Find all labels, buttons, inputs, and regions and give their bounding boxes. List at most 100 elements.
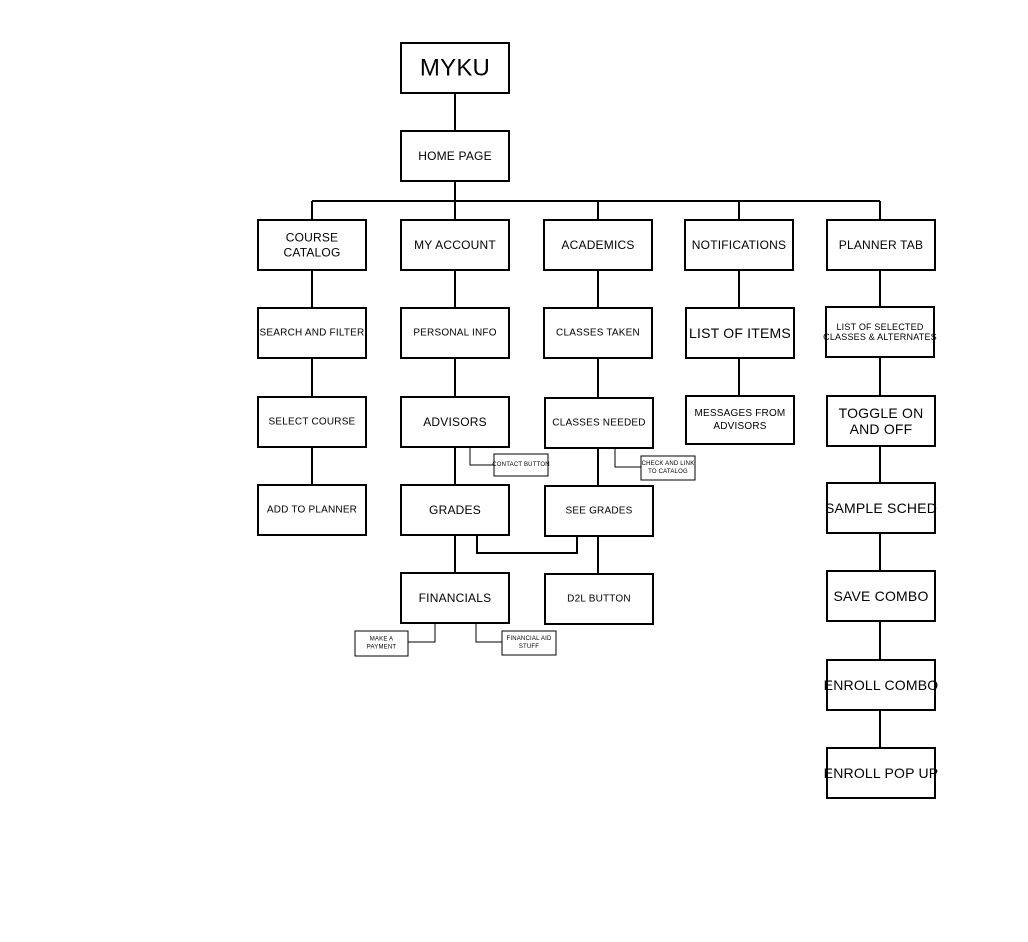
node-label: FINANCIAL AID xyxy=(506,636,552,642)
node-box xyxy=(544,573,654,625)
node-search-filter: SEARCH AND FILTER xyxy=(257,307,367,359)
node-box xyxy=(400,307,510,359)
node-box xyxy=(826,219,936,271)
node-label: CLASSES NEEDED xyxy=(552,418,645,429)
node-label: STUFF xyxy=(519,644,539,650)
node-select-course: SELECT COURSE xyxy=(257,396,367,448)
node-label: MYKU xyxy=(420,55,490,82)
node-box xyxy=(544,397,654,449)
node-box xyxy=(400,130,510,182)
node-box xyxy=(685,395,795,445)
node-box xyxy=(825,306,935,358)
node-label: CHECK AND LINK xyxy=(642,461,695,467)
node-box xyxy=(543,219,653,271)
node-notifications: NOTIFICATIONS xyxy=(684,219,794,271)
node-classes-taken: CLASSES TAKEN xyxy=(543,307,653,359)
node-label: ADVISORS xyxy=(713,421,766,432)
node-label: CONTACT BUTTON xyxy=(492,462,549,468)
node-box xyxy=(400,219,510,271)
node-label: AND OFF xyxy=(850,421,913,437)
node-label: HOME PAGE xyxy=(418,149,492,163)
node-box xyxy=(257,219,367,271)
node-save-combo: SAVE COMBO xyxy=(826,570,936,622)
node-box xyxy=(354,630,409,657)
node-root: MYKU xyxy=(400,42,510,94)
connector-advisors-to-contact xyxy=(469,447,494,466)
node-box xyxy=(684,219,794,271)
node-list-items: LIST OF ITEMS xyxy=(685,307,795,359)
node-my-account: MY ACCOUNT xyxy=(400,219,510,271)
node-grades: GRADES xyxy=(400,484,510,536)
node-label: PLANNER TAB xyxy=(839,238,923,252)
node-label: PAYMENT xyxy=(367,645,397,651)
node-box xyxy=(543,307,653,359)
node-academics: ACADEMICS xyxy=(543,219,653,271)
node-classes-needed: CLASSES NEEDED xyxy=(544,397,654,449)
node-label: D2L BUTTON xyxy=(567,594,631,605)
node-box xyxy=(493,453,549,477)
node-label: CLASSES TAKEN xyxy=(556,328,640,339)
node-sample-sched: SAMPLE SCHED xyxy=(825,482,937,534)
node-label: LIST OF ITEMS xyxy=(689,325,791,341)
node-box xyxy=(400,572,510,624)
connector-needed-to-check-link xyxy=(614,448,641,468)
node-label: ACADEMICS xyxy=(561,238,634,252)
node-contact-button: CONTACT BUTTON xyxy=(492,453,550,477)
connector-financials-to-payment xyxy=(408,623,436,643)
node-home: HOME PAGE xyxy=(400,130,510,182)
node-label: MAKE A xyxy=(370,637,394,643)
node-label: PERSONAL INFO xyxy=(413,328,496,339)
node-box xyxy=(257,307,367,359)
node-label: COURSE xyxy=(286,231,339,245)
node-label: ADVISORS xyxy=(423,415,487,429)
node-see-grades: SEE GRADES xyxy=(544,485,654,537)
node-enroll-combo: ENROLL COMBO xyxy=(824,659,939,711)
node-box xyxy=(400,42,510,94)
connectors xyxy=(311,93,881,748)
node-label: NOTIFICATIONS xyxy=(692,238,786,252)
node-label: MY ACCOUNT xyxy=(414,238,496,252)
node-box xyxy=(400,484,510,536)
connector-grades-to-see-grades xyxy=(476,535,578,554)
node-box xyxy=(257,396,367,448)
node-label: CLASSES & ALTERNATES xyxy=(823,332,937,342)
node-label: TO CATALOG xyxy=(648,469,688,475)
node-advisors: ADVISORS xyxy=(400,396,510,448)
node-planner-tab: PLANNER TAB xyxy=(826,219,936,271)
node-personal-info: PERSONAL INFO xyxy=(400,307,510,359)
node-box xyxy=(826,747,936,799)
node-label: ENROLL COMBO xyxy=(824,677,939,693)
node-label: FINANCIALS xyxy=(419,591,492,605)
node-financial-aid: FINANCIAL AID STUFF xyxy=(501,630,557,656)
node-label: GRADES xyxy=(429,503,481,517)
node-label: SAMPLE SCHED xyxy=(825,500,937,516)
node-label: CATALOG xyxy=(284,246,341,260)
node-label: ENROLL POP UP xyxy=(824,765,939,781)
node-label: SAVE COMBO xyxy=(833,588,928,604)
node-box xyxy=(501,630,557,656)
node-box xyxy=(826,659,936,711)
node-check-link: CHECK AND LINK TO CATALOG xyxy=(640,455,696,481)
node-label: ADD TO PLANNER xyxy=(267,505,357,516)
node-financials: FINANCIALS xyxy=(400,572,510,624)
node-label: SEE GRADES xyxy=(565,506,632,517)
node-label: SELECT COURSE xyxy=(269,417,356,428)
node-label: LIST OF SELECTED xyxy=(836,322,923,332)
node-box xyxy=(640,455,696,481)
node-d2l-button: D2L BUTTON xyxy=(544,573,654,625)
node-add-to-planner: ADD TO PLANNER xyxy=(257,484,367,536)
node-box xyxy=(544,485,654,537)
connector-financials-to-aid xyxy=(475,623,502,643)
node-box xyxy=(257,484,367,536)
node-label: TOGGLE ON xyxy=(839,405,924,421)
node-box xyxy=(826,570,936,622)
node-enroll-popup: ENROLL POP UP xyxy=(824,747,939,799)
node-box xyxy=(685,307,795,359)
node-box xyxy=(826,395,936,447)
